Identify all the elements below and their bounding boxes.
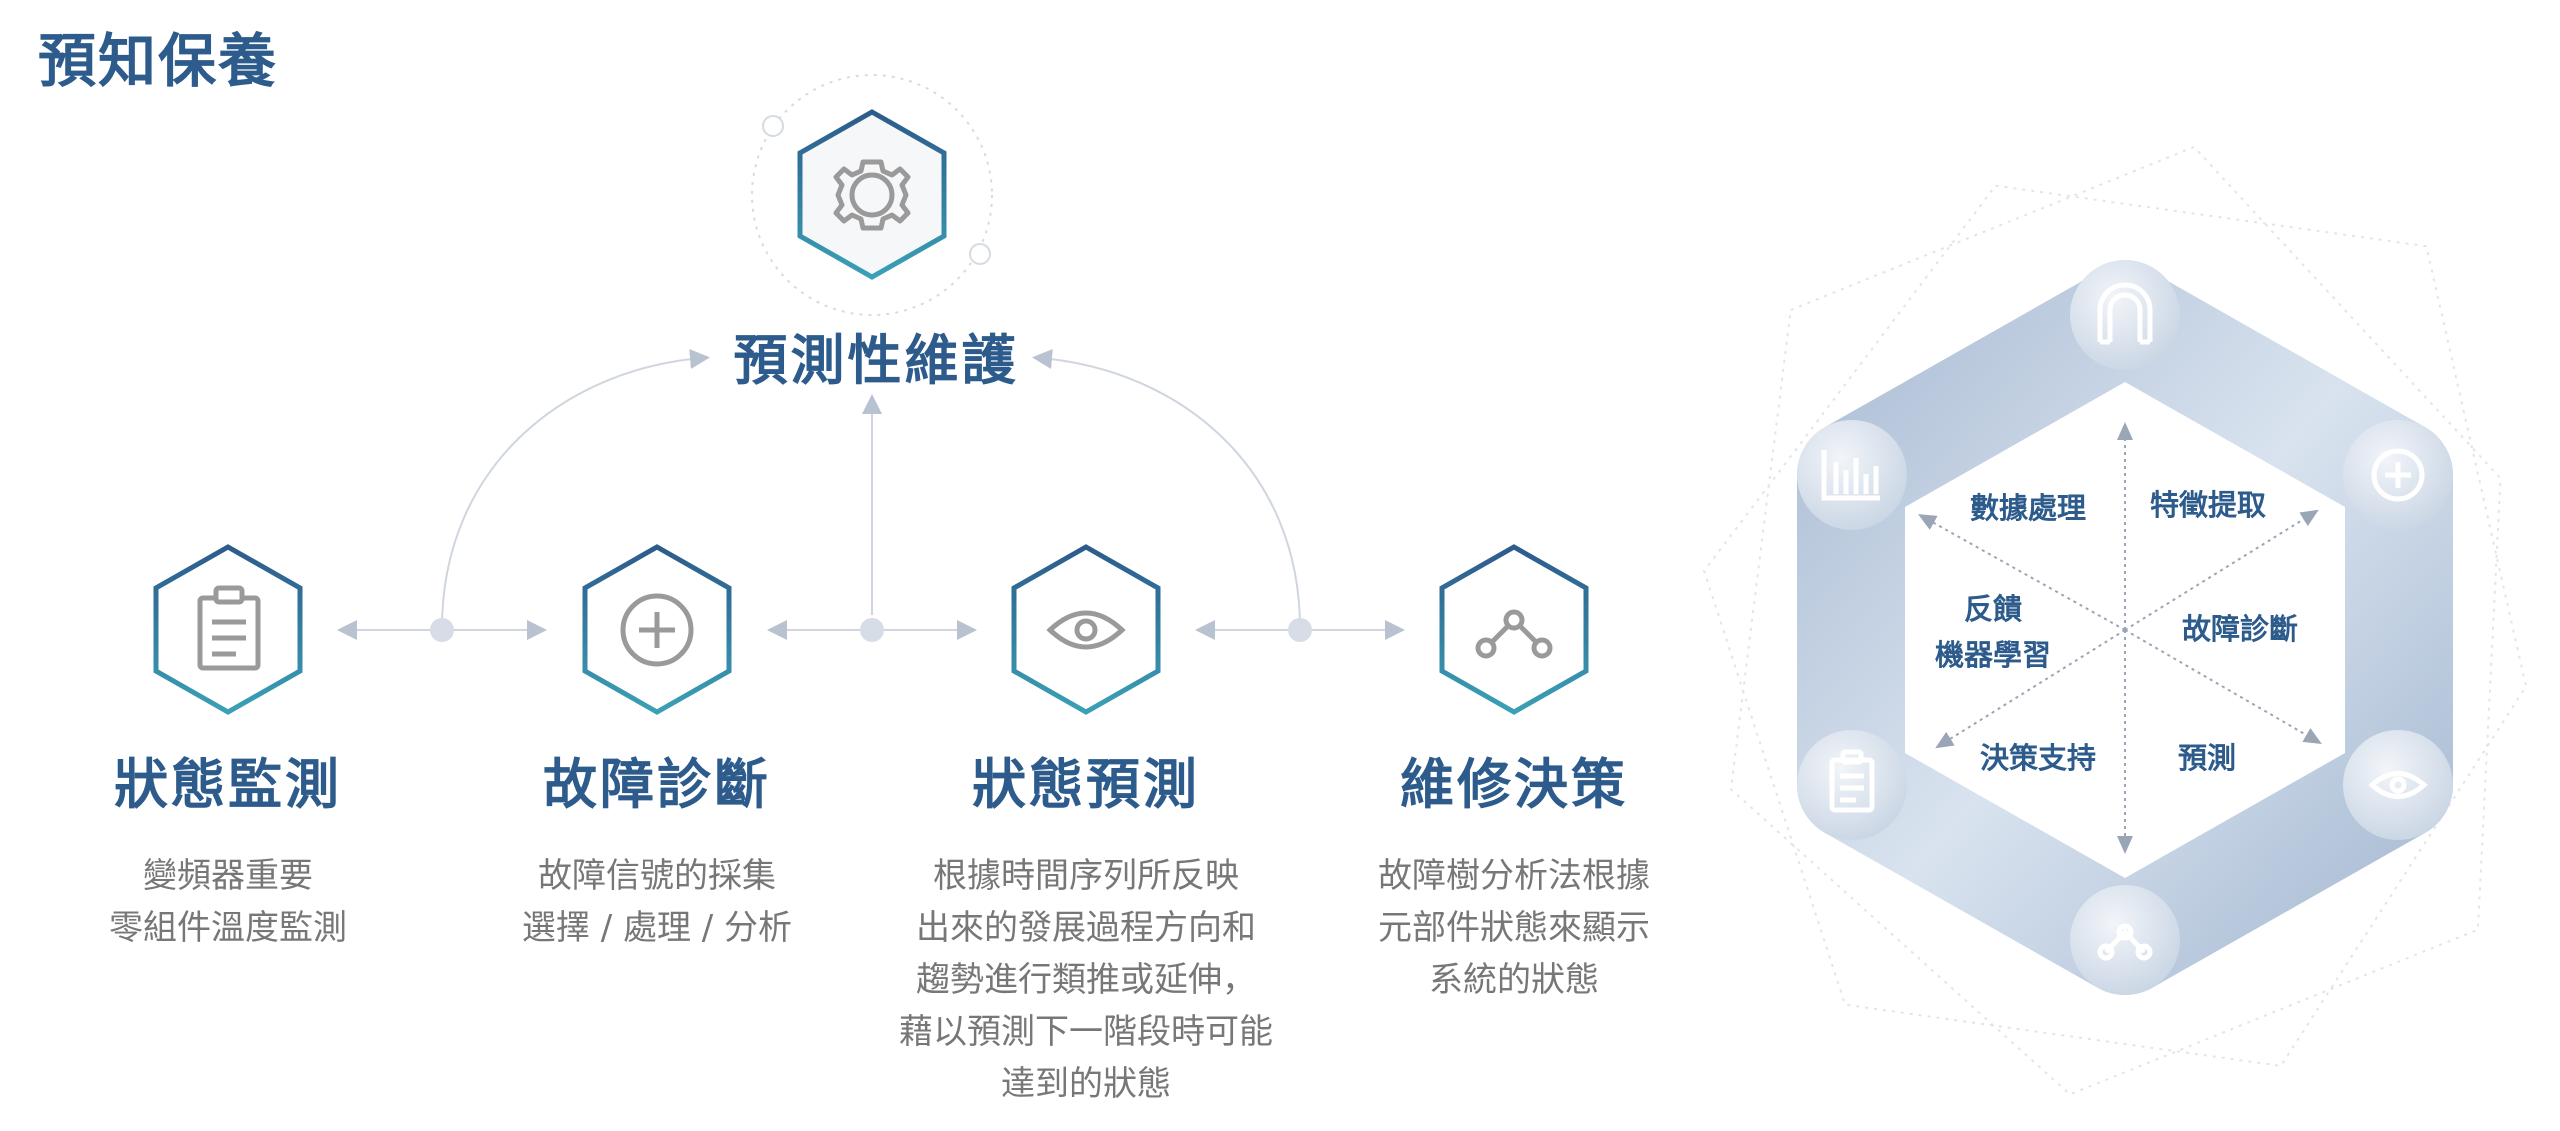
junction-dot [1288,618,1312,642]
arc-left-connector [441,349,710,629]
eye-icon [2368,771,2428,799]
stage-desc-line: 故障信號的採集 [538,856,776,896]
stage-title-1: 狀態監測 [114,753,342,816]
junction-dot [430,618,454,642]
stage-desc-3: 根據時間序列所反映 出來的發展過程方向和 趨勢進行類推或延伸， 藉以預測下一階段… [866,850,1306,1110]
cycle-label-data-processing: 數據處理 [1970,491,2087,525]
gear-icon [833,159,911,231]
stage-desc-2: 故障信號的採集 選擇 / 處理 / 分析 [437,850,877,954]
plus-circle-icon [2371,448,2425,502]
network-icon [2097,923,2153,961]
cycle-label-decision-support: 決策支持 [1980,741,2097,775]
eye-icon [1046,610,1126,650]
hub-title: 預測性維護 [733,329,1019,392]
stage-hexagon-1 [153,544,303,715]
cycle-node-lower-left [1797,730,1907,840]
stage-desc-line: 零組件溫度監測 [109,908,347,948]
junction-dot [860,618,884,642]
bar-chart-icon [1821,450,1880,501]
hub-ring-dot [762,115,784,137]
stage-title-3: 狀態預測 [972,753,1200,816]
hub-ring-dot [969,243,991,265]
hub-dotted-ring [751,74,993,316]
cycle-node-upper-left [1797,420,1907,530]
stage-desc-line: 變頻器重要 [143,856,313,896]
stage-desc-line: 出來的發展過程方向和 [916,908,1256,948]
clipboard-icon [1829,749,1875,813]
stage-hexagon-2 [582,544,732,715]
stage-desc-line: 趨勢進行類推或延伸， [916,960,1256,1000]
arc-right-connector [1032,349,1301,629]
hub-icon-group [751,74,993,316]
cycle-label-line: 反饋 [1963,592,2022,626]
magnet-icon [2097,282,2153,345]
stage-hexagon-4 [1439,544,1589,715]
stage-desc-line: 根據時間序列所反映 [933,856,1239,896]
cycle-diagram [1703,145,2528,1096]
cycle-dotted-outline [1703,145,2528,1096]
hub-hexagon [797,109,947,280]
connector-lines [337,349,1405,640]
cycle-label-line: 機器學習 [1934,638,2051,672]
cycle-node-bottom [2070,885,2180,995]
cycle-node-upper-right [2343,420,2453,530]
stage-desc-line: 選擇 / 處理 / 分析 [521,908,793,948]
cycle-node-lower-right [2343,730,2453,840]
stage-desc-line: 藉以預測下一階段時可能 [899,1012,1273,1052]
cycle-label-prediction: 預測 [2178,741,2237,775]
stage-title-2: 故障診斷 [543,753,771,816]
stage-desc-line: 故障樹分析法根據 [1378,856,1650,896]
clipboard-icon [197,585,261,671]
stage-title-4: 維修決策 [1400,753,1628,816]
stage-desc-line: 達到的狀態 [1001,1064,1171,1104]
network-icon [1475,609,1553,659]
plus-circle-icon [620,593,694,667]
stage-desc-4: 故障樹分析法根據 元部件狀態來顯示 系統的狀態 [1294,850,1734,1006]
page-title: 預知保養 [38,27,279,95]
stage-desc-line: 元部件狀態來顯示 [1378,908,1650,948]
cycle-label-feedback: 反饋 機器學習 [1924,586,2062,678]
stage-hexagon-3 [1011,544,1161,715]
cycle-label-fault-diagnosis: 故障診斷 [2182,612,2299,646]
stage-desc-line: 系統的狀態 [1429,960,1599,1000]
cycle-node-top [2070,260,2180,370]
cycle-label-feature-extraction: 特徵提取 [2150,488,2267,522]
stage-desc-1: 變頻器重要 零組件溫度監測 [8,850,448,954]
